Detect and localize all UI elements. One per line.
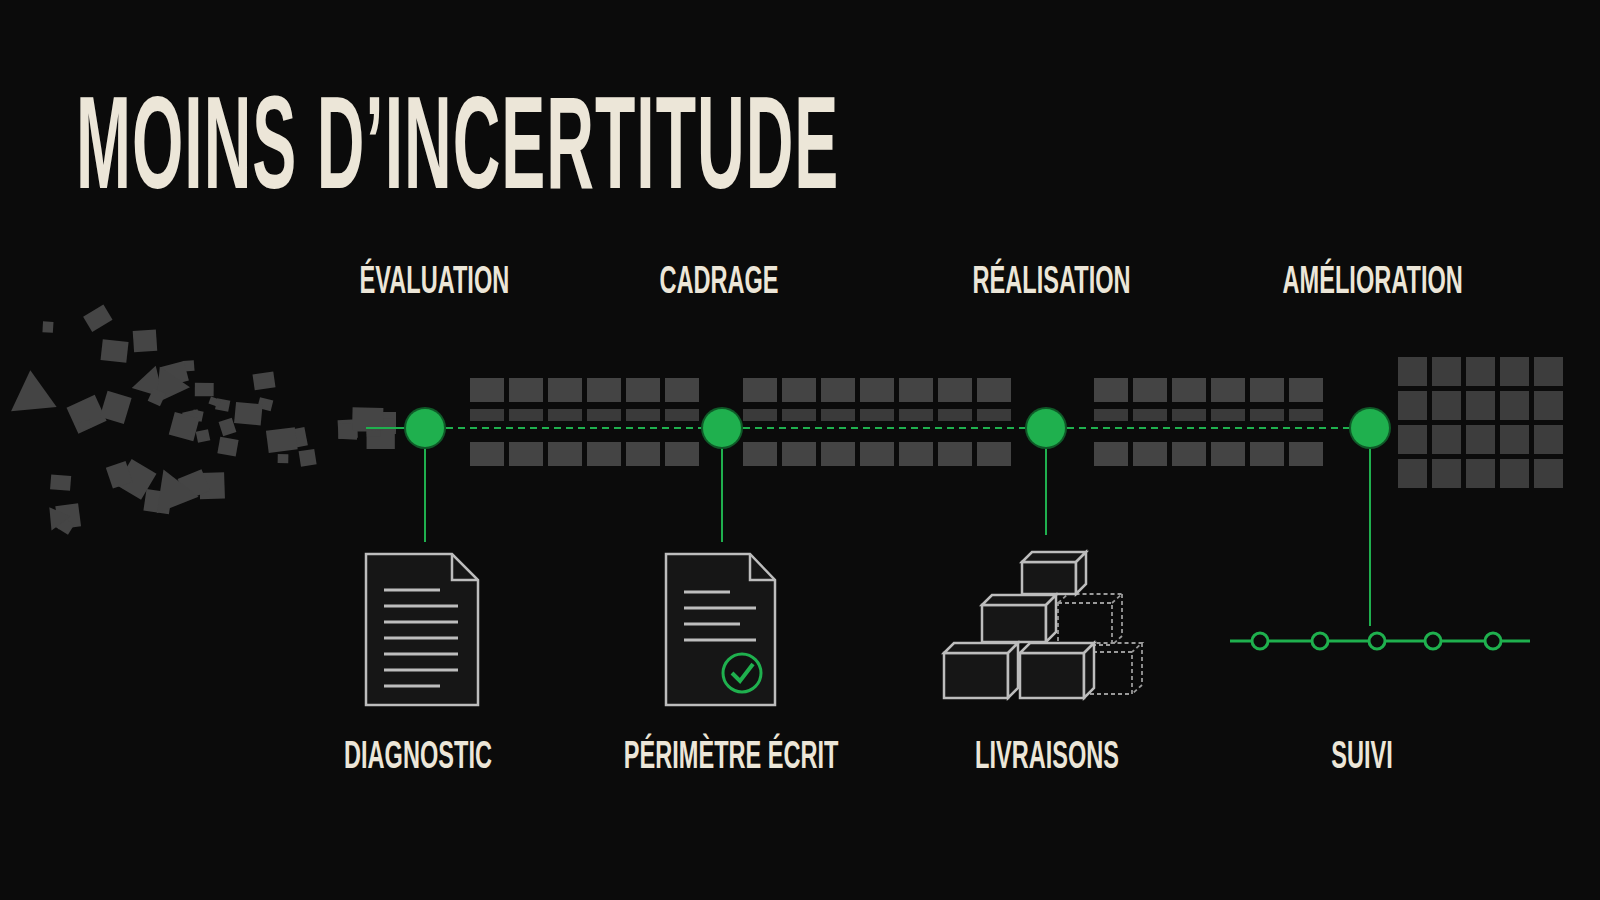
stage-label: RÉALISATION [973, 258, 1122, 304]
stage-dot [1027, 409, 1065, 447]
dashed-connector [446, 427, 701, 429]
stage-label: AMÉLIORATION [1283, 258, 1432, 304]
stage-node: ÉVALUATION [314, 258, 554, 458]
deliverable-label: LIVRAISONS [948, 733, 1146, 779]
stage-node: RÉALISATION [927, 258, 1167, 458]
stage-label: ÉVALUATION [360, 258, 509, 304]
stage-node: CADRAGE [599, 258, 839, 458]
dashed-connector [743, 427, 1025, 429]
stage-dot [406, 409, 444, 447]
stage-dot [1351, 409, 1389, 447]
timeline-icon [1230, 633, 1530, 649]
deliverable-label: PÉRIMÈTRE ÉCRIT [624, 733, 822, 779]
deliverable-label: DIAGNOSTIC [319, 733, 517, 779]
line-lead [366, 427, 406, 429]
document-check-icon [666, 554, 775, 705]
document-icon [366, 554, 478, 705]
title: MOINS D’INCERTITUDE [76, 70, 839, 215]
stage-label: CADRAGE [645, 258, 794, 304]
leader-lines [425, 448, 1370, 626]
deliverable-label: SUIVI [1263, 733, 1461, 779]
stage-node: AMÉLIORATION [1237, 258, 1477, 458]
stage-dot [703, 409, 741, 447]
dashed-connector [1067, 427, 1349, 429]
boxes-stack-icon [944, 552, 1142, 698]
tile-field [7, 305, 1563, 535]
